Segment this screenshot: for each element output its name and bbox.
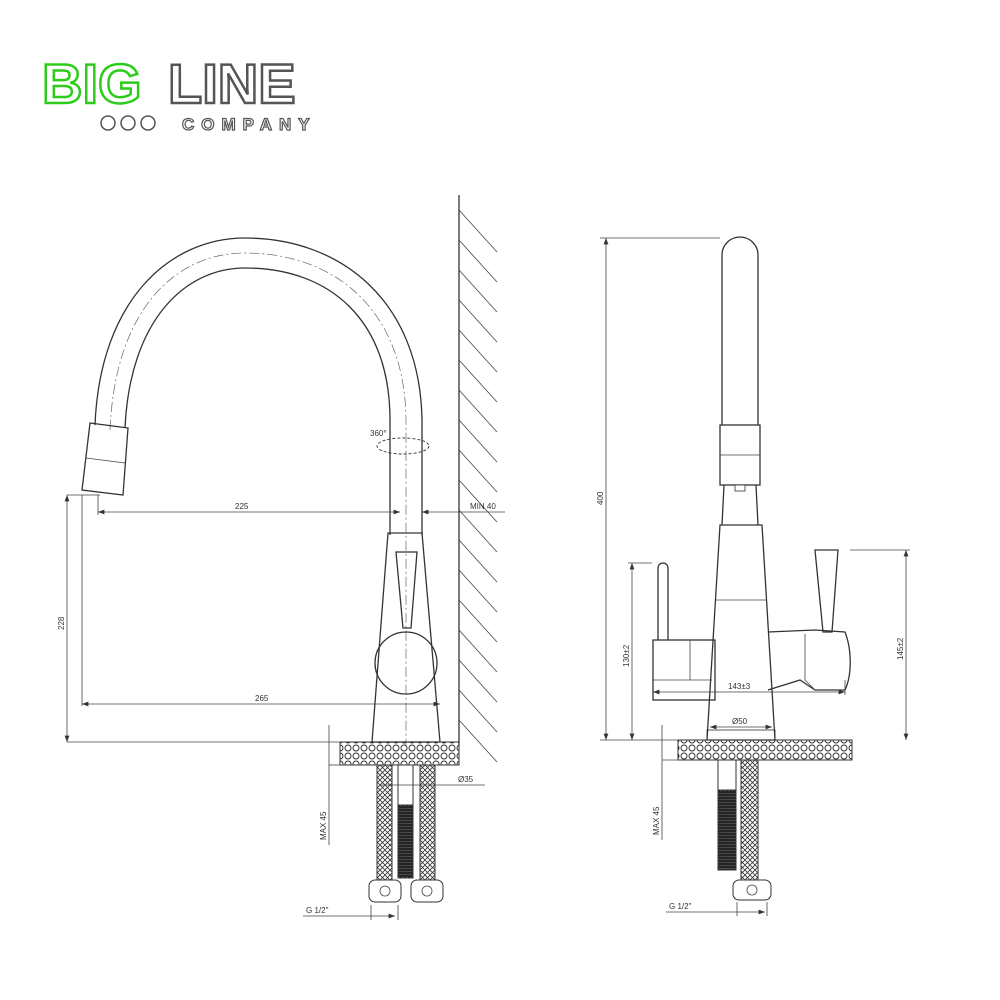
right-handle-height-dimension: 145±2	[896, 637, 905, 660]
wall	[458, 195, 498, 763]
front-max-countertop-dimension: MAX 45	[652, 806, 661, 835]
spray-head	[81, 422, 129, 496]
base-diameter-dimension: Ø50	[732, 717, 748, 726]
wall-hatch-line	[458, 719, 498, 763]
logo-line-text: LINE	[168, 55, 296, 115]
connection-dimension: G 1/2"	[306, 906, 329, 915]
rotation-label: 360°	[370, 429, 387, 438]
left-handle-height-dimension: 130±2	[622, 644, 631, 667]
wall-hatch-line	[458, 689, 498, 733]
wall-hatch-line	[458, 209, 498, 253]
wall-hatch-line	[458, 299, 498, 343]
logo-circle-icon	[120, 115, 136, 131]
overall-height-dimension: 400	[596, 491, 605, 505]
logo-circle-icon	[140, 115, 156, 131]
logo-tagline: COMPANY	[182, 115, 317, 134]
spout	[94, 237, 423, 745]
wall-hatch-line	[458, 509, 498, 553]
rotation-indicator: 360°	[370, 429, 430, 455]
supply-hoses	[368, 764, 444, 903]
countertop	[339, 741, 460, 766]
hole-diameter-dimension: Ø35	[458, 775, 474, 784]
overall-reach-dimension: 265	[255, 694, 269, 703]
right-handle	[767, 549, 851, 691]
wall-hatch-line	[458, 599, 498, 643]
wall-hatch-line	[458, 419, 498, 463]
reach-dimension: 225	[235, 502, 249, 511]
front-dimensions: 400 130±2 145±2 143±3 Ø50 MAX 45 G 1/2"	[596, 237, 910, 916]
left-handle	[652, 562, 716, 701]
wall-hatch-line	[458, 539, 498, 583]
wall-clearance-dimension: MIN 40	[470, 502, 496, 511]
front-spout	[719, 236, 761, 526]
wall-hatch-line	[458, 329, 498, 373]
logo-circle-icon	[100, 115, 116, 131]
side-dimensions: 225 MIN 40 228 265 MAX 45 Ø35 G 1/2"	[57, 494, 505, 920]
wall-hatch-line	[458, 239, 498, 283]
side-view: 360° 225 MIN 40 228 26	[57, 195, 505, 920]
wall-hatch-line	[458, 629, 498, 673]
wall-hatch-line	[458, 659, 498, 703]
handle-span-dimension: 143±3	[728, 682, 751, 691]
front-connection-dimension: G 1/2"	[669, 902, 692, 911]
wall-hatch-line	[458, 269, 498, 313]
wall-hatch-line	[458, 389, 498, 433]
wall-hatch-line	[458, 479, 498, 523]
front-view: 400 130±2 145±2 143±3 Ø50 MAX 45 G 1/2"	[596, 236, 910, 916]
bigline-company-logo: BIG LINE COMPANY	[41, 55, 317, 135]
wall-hatch-line	[458, 569, 498, 613]
logo-big-text: BIG	[42, 55, 142, 115]
front-countertop	[677, 739, 853, 761]
front-body	[706, 524, 776, 741]
front-hoses	[717, 759, 772, 901]
wall-hatch-line	[458, 449, 498, 493]
spout-height-dimension: 228	[57, 616, 66, 630]
wall-hatch-line	[458, 359, 498, 403]
max-countertop-dimension: MAX 45	[319, 811, 328, 840]
